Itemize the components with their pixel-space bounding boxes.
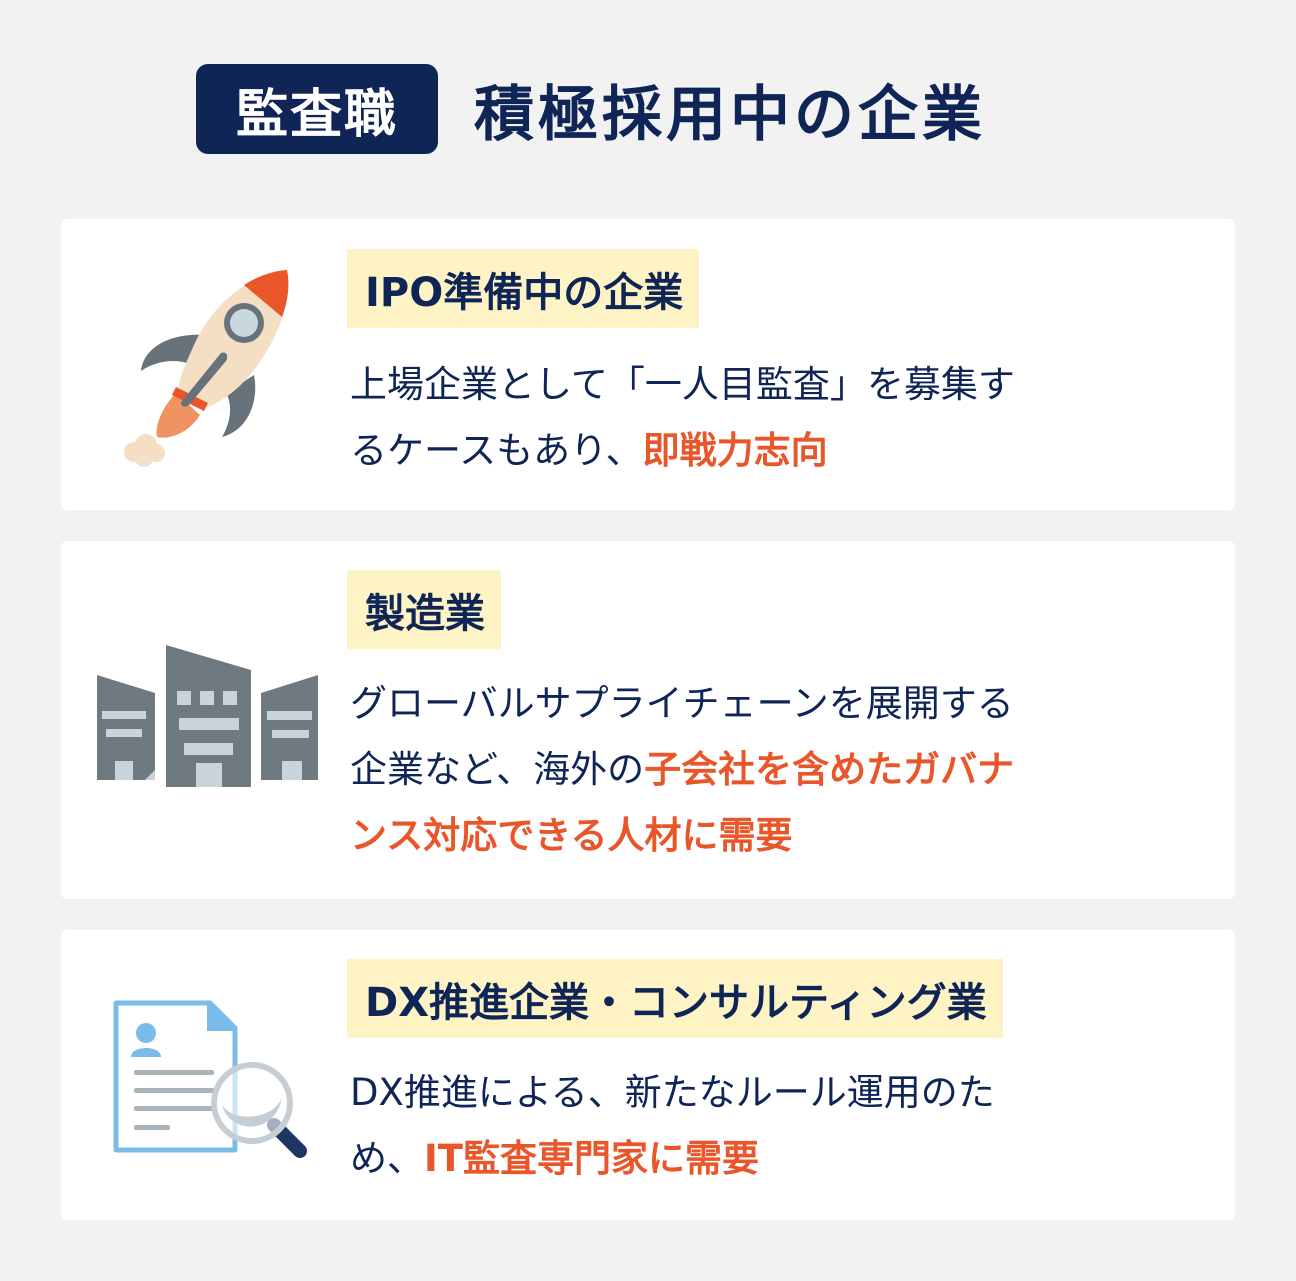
card-heading: IPO準備中の企業 (347, 249, 700, 328)
card-body: DX推進による、新たなルール運用のた め、IT監査専門家に需要 (350, 1060, 995, 1192)
body-line: DX推進による、新たなルール運用のた (350, 1071, 995, 1114)
page-title: 積極採用中の企業 (474, 79, 986, 150)
buildings-icon (61, 541, 347, 899)
card-dx-consulting: DX推進企業・コンサルティング業 DX推進による、新たなルール運用のた め、IT… (61, 930, 1235, 1220)
card-heading: DX推進企業・コンサルティング業 (347, 959, 1003, 1038)
category-badge: 監査職 (196, 64, 438, 154)
rocket-icon (61, 219, 347, 510)
body-line: 上場企業として「一人目監査」を募集す (350, 363, 1015, 406)
highlight-text: ンス対応できる人材に需要 (350, 814, 793, 857)
card-body: グローバルサプライチェーンを展開する 企業など、海外の子会社を含めたガバナ ンス… (350, 671, 1014, 869)
body-line: ンス対応できる人材に需要 (350, 803, 1014, 869)
highlight-text: IT監査専門家に需要 (424, 1137, 760, 1180)
body-line: 企業など、海外の子会社を含めたガバナ (350, 748, 1015, 791)
body-line: るケースもあり、即戦力志向 (350, 429, 828, 472)
card-heading: 製造業 (347, 570, 501, 649)
header: 監査職 積極採用中の企業 (0, 0, 1296, 200)
body-line: め、IT監査専門家に需要 (350, 1137, 760, 1180)
card-manufacturing: 製造業 グローバルサプライチェーンを展開する 企業など、海外の子会社を含めたガバ… (61, 541, 1235, 899)
card-body: 上場企業として「一人目監査」を募集す るケースもあり、即戦力志向 (350, 352, 1015, 484)
card-ipo: IPO準備中の企業 上場企業として「一人目監査」を募集す るケースもあり、即戦力… (61, 219, 1235, 510)
body-line: グローバルサプライチェーンを展開する (350, 682, 1014, 725)
highlight-text: 即戦力志向 (642, 429, 828, 472)
highlight-text: 子会社を含めたガバナ (644, 748, 1015, 791)
document-search-icon (61, 930, 347, 1220)
